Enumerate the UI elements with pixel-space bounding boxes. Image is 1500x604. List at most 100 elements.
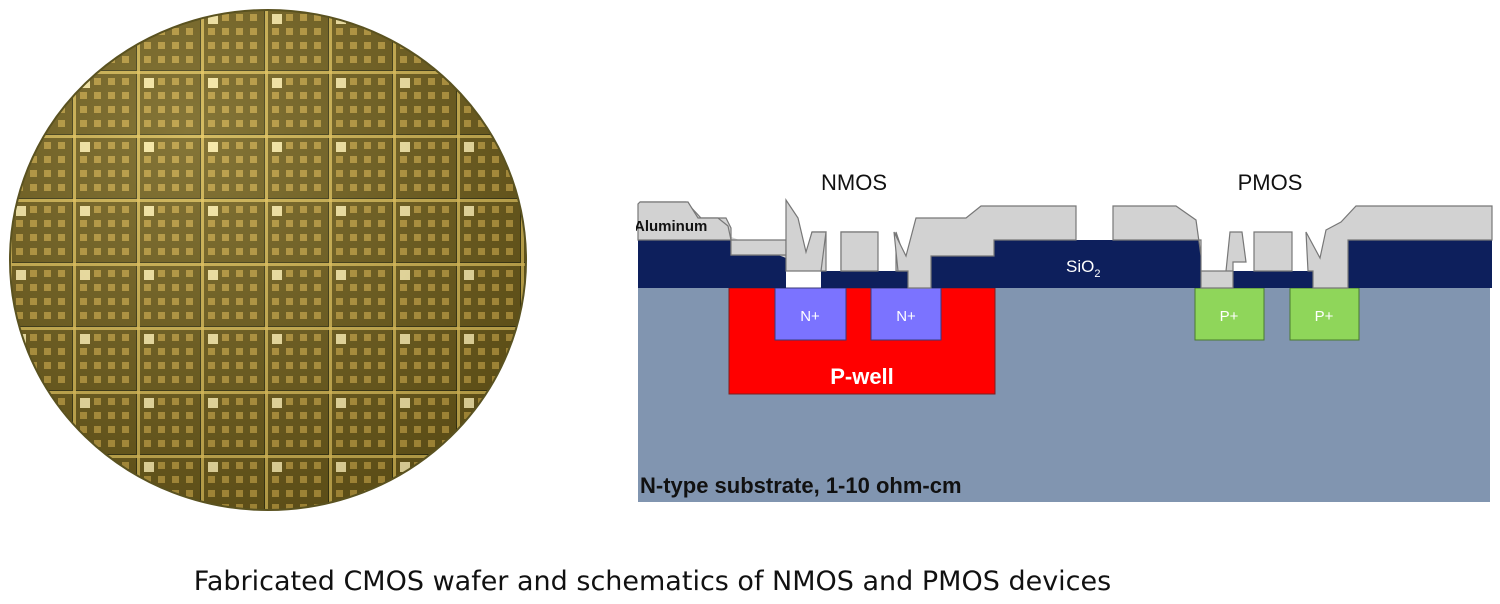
wafer-die-pad: [16, 362, 23, 369]
wafer-die-pad: [442, 28, 449, 35]
wafer-die-pad: [108, 28, 115, 35]
wafer-die-pad: [492, 106, 499, 113]
wafer-die-pad: [16, 78, 26, 88]
wafer-die-pad: [528, 412, 530, 419]
wafer-die-pad: [464, 462, 474, 472]
substrate-label: N-type substrate, 1-10 ohm-cm: [640, 473, 962, 498]
wafer-die: [524, 458, 526, 510]
wafer-die-pad: [506, 426, 513, 433]
wafer-die-pad: [528, 14, 530, 24]
wafer-die-pad: [30, 142, 37, 149]
wafer-die-pad: [30, 106, 37, 113]
wafer-die: [6, 74, 8, 134]
n-plus-region: [774, 287, 847, 341]
sio2-label-base: SiO: [1066, 257, 1094, 276]
wafer-die-pad: [528, 78, 530, 88]
wafer-die-pad: [108, 504, 115, 510]
wafer-die: [524, 330, 526, 390]
wafer-die-pad: [30, 426, 37, 433]
wafer-die-pad: [122, 28, 129, 35]
wafer-die-pad: [528, 312, 530, 319]
wafer-die-pad: [528, 362, 530, 369]
wafer-die-pad: [478, 42, 485, 49]
wafer-die: [12, 10, 72, 70]
wafer-die-pad: [30, 120, 37, 127]
wafer-die-pad: [428, 28, 435, 35]
wafer-die: [6, 330, 8, 390]
wafer-die-pad: [528, 106, 530, 113]
wafer-die-pad: [442, 42, 449, 49]
wafer-die-pad: [464, 426, 471, 433]
wafer-die-pad: [400, 504, 407, 510]
wafer-die-pad: [528, 348, 530, 355]
wafer-die-pad: [478, 412, 485, 419]
wafer-die-pad: [464, 56, 471, 63]
wafer-die-pad: [16, 426, 23, 433]
n-plus-label: N+: [896, 308, 916, 325]
wafer-die-pad: [58, 92, 65, 99]
wafer-die-pad: [44, 92, 51, 99]
wafer-die-pad: [528, 462, 530, 472]
aluminum-label: Aluminum: [636, 218, 707, 235]
wafer-die-pad: [44, 42, 51, 49]
sio2-label: SiO2: [1066, 257, 1100, 280]
wafer-die-pad: [528, 248, 530, 255]
wafer-die-pad: [528, 426, 530, 433]
wafer-die-pad: [16, 28, 23, 35]
wafer-die-pad: [506, 376, 513, 383]
wafer-die-pad: [94, 28, 101, 35]
wafer-die: [140, 4, 200, 6]
wafer-die-pad: [44, 440, 51, 447]
wafer-die-pad: [400, 28, 407, 35]
wafer-die-pad: [478, 440, 485, 447]
wafer-die-pad: [464, 490, 471, 497]
wafer-die-pad: [464, 504, 471, 510]
wafer-die: [6, 458, 8, 514]
wafer-die-pad: [378, 490, 385, 497]
wafer-die: [6, 202, 8, 262]
aluminum-gate-pmos: [1253, 231, 1293, 272]
wafer-die-pad: [414, 476, 421, 483]
wafer-die-pad: [44, 504, 51, 510]
wafer-die-pad: [16, 42, 23, 49]
wafer-die-pad: [528, 92, 530, 99]
wafer-die-pad: [464, 14, 474, 24]
wafer-die-pad: [44, 462, 51, 469]
wafer-die-pad: [58, 78, 65, 85]
wafer-die-pad: [378, 504, 385, 510]
cmos-cross-section-diagram: NMOS PMOS Aluminum SiO2 P-well N+ N+ P+ …: [636, 170, 1493, 502]
wafer-die-pad: [492, 92, 499, 99]
wafer-die-pad: [58, 490, 65, 497]
wafer-die-pad: [16, 504, 23, 510]
wafer-die: [6, 10, 8, 70]
wafer-die-pad: [16, 476, 23, 483]
wafer-die-pad: [30, 42, 37, 49]
wafer-die-pad: [442, 476, 449, 483]
wafer-die-pad: [464, 42, 471, 49]
wafer-die-pad: [492, 426, 499, 433]
wafer-die-pad: [478, 476, 485, 483]
wafer-die: [332, 4, 392, 6]
wafer-die-pad: [172, 14, 179, 21]
wafer-die-pad: [144, 28, 151, 35]
wafer-die-pad: [108, 14, 115, 21]
wafer-die-pad: [108, 476, 115, 483]
wafer-die-pad: [378, 14, 385, 21]
wafer-die-pad: [464, 476, 471, 483]
wafer-die-pad: [478, 106, 485, 113]
wafer-die-pad: [414, 14, 421, 21]
wafer-die-pad: [144, 490, 151, 497]
wafer-die-pad: [94, 42, 101, 49]
wafer-die-pad: [528, 440, 530, 447]
wafer-die-pad: [122, 14, 129, 21]
wafer-die-pad: [528, 120, 530, 127]
wafer-die-pad: [58, 56, 65, 63]
wafer-die-pad: [492, 490, 499, 497]
wafer-die-pad: [478, 78, 485, 85]
wafer-die-pad: [506, 440, 513, 447]
wafer-die-pad: [528, 142, 530, 152]
wafer-die: [6, 4, 8, 6]
wafer-die-pad: [186, 14, 193, 21]
wafer-die-pad: [492, 440, 499, 447]
wafer-die-pad: [442, 14, 449, 21]
